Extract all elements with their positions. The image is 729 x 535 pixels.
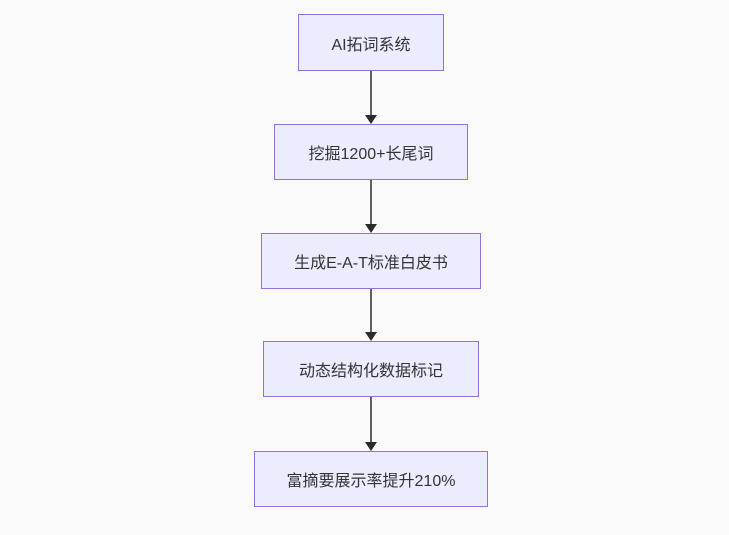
edge-line [370, 180, 372, 226]
flowchart-node-eat-whitepaper: 生成E-A-T标准白皮书 [261, 233, 481, 289]
arrowhead-down-icon [365, 224, 377, 233]
node-label: 富摘要展示率提升210% [286, 473, 456, 490]
node-label: 动态结构化数据标记 [298, 363, 443, 380]
flowchart-node-longtail-keywords: 挖掘1200+长尾词 [274, 124, 468, 180]
edge-line [370, 289, 372, 334]
flowchart-node-ai-word-expansion: AI拓词系统 [298, 14, 444, 71]
arrowhead-down-icon [365, 442, 377, 451]
edge-line [370, 397, 372, 444]
node-label: 挖掘1200+长尾词 [308, 146, 434, 163]
edge-n4-n5 [364, 397, 378, 451]
edge-n2-n3 [364, 180, 378, 233]
arrowhead-down-icon [365, 115, 377, 124]
flowchart-node-structured-data-markup: 动态结构化数据标记 [263, 341, 479, 397]
node-label: 生成E-A-T标准白皮书 [294, 255, 448, 272]
arrowhead-down-icon [365, 332, 377, 341]
edge-line [370, 71, 372, 117]
node-label: AI拓词系统 [331, 36, 411, 54]
edge-n3-n4 [364, 289, 378, 341]
flowchart-node-rich-snippet-rate: 富摘要展示率提升210% [254, 451, 488, 507]
edge-n1-n2 [364, 71, 378, 124]
